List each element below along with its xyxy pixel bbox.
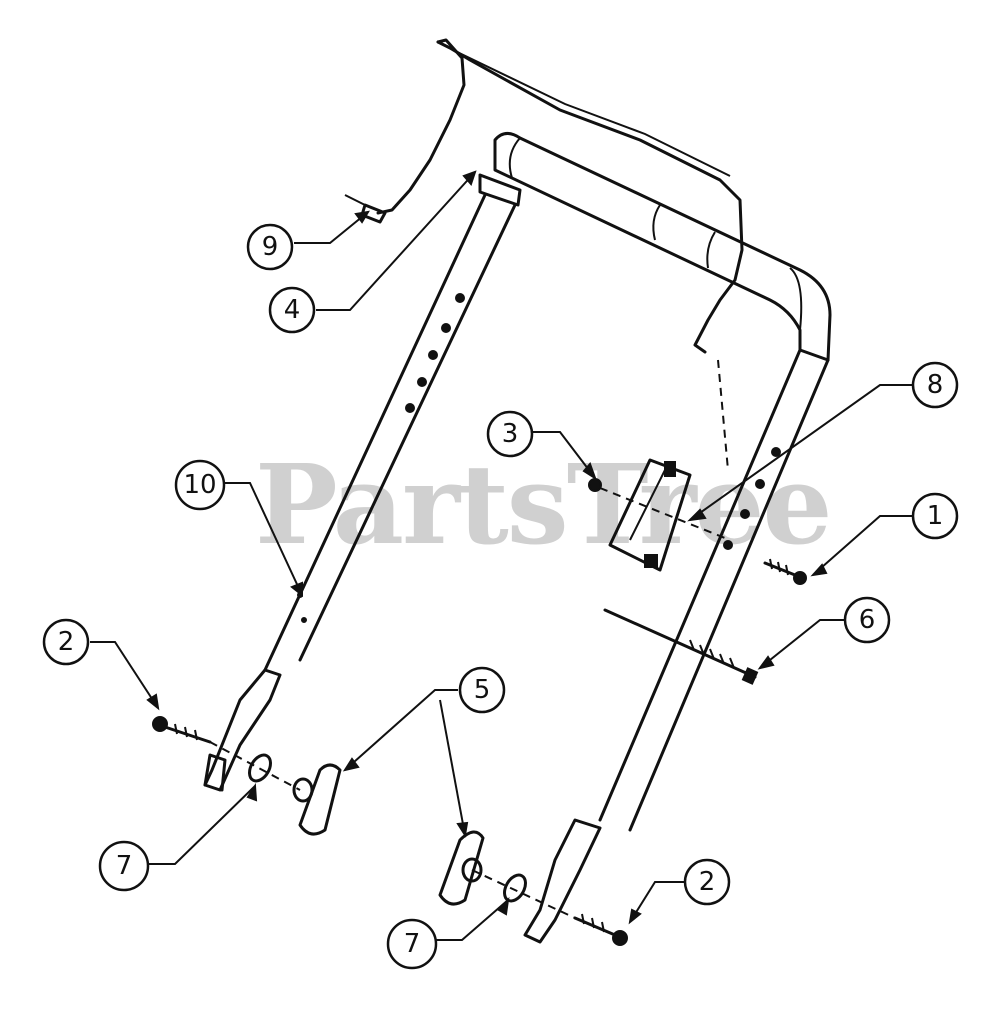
right-lower-handle[interactable] [523, 818, 602, 944]
callout-label: 7 [116, 851, 133, 881]
callout-label: 4 [284, 295, 301, 325]
knob-right[interactable] [438, 830, 485, 906]
long-bolt[interactable] [603, 608, 759, 685]
callout-label: 1 [927, 501, 944, 531]
assembly-line-cable [717, 359, 729, 471]
nut[interactable] [588, 478, 602, 492]
callout-label: 10 [183, 470, 216, 500]
leader-lines [90, 170, 912, 941]
callout-4[interactable]: 4 [268, 286, 316, 334]
cable-guide[interactable] [608, 458, 692, 572]
callout-1[interactable]: 1 [911, 492, 959, 540]
callout-5[interactable]: 5 [458, 666, 506, 714]
bail-bar[interactable] [376, 38, 744, 354]
callout-2-left[interactable]: 2 [42, 618, 90, 666]
washer-right[interactable] [500, 871, 530, 904]
callout-label: 8 [927, 370, 944, 400]
bail-clip[interactable] [344, 194, 387, 224]
callout-label: 2 [58, 627, 75, 657]
callout-10[interactable]: 10 [174, 459, 226, 511]
callout-label: 9 [262, 232, 279, 262]
callout-6[interactable]: 6 [843, 596, 891, 644]
bolt-right[interactable] [763, 558, 807, 585]
callout-8[interactable]: 8 [911, 361, 959, 409]
callout-label: 5 [474, 675, 491, 705]
callout-7-right[interactable]: 7 [386, 918, 438, 970]
callout-label: 3 [502, 419, 519, 449]
callout-2-right[interactable]: 2 [683, 858, 731, 906]
upper-handle-top[interactable] [493, 132, 832, 362]
bolt-left[interactable] [152, 716, 212, 744]
right-handle-leg[interactable] [598, 348, 830, 832]
assembly-line-right [471, 869, 576, 919]
bolt-right-lower[interactable] [573, 913, 628, 946]
callout-label: 2 [699, 867, 716, 897]
callout-9[interactable]: 9 [246, 223, 294, 271]
handle-end-bracket[interactable] [478, 173, 522, 207]
left-lower-handle[interactable] [203, 668, 282, 792]
assembly-line-left [209, 741, 301, 791]
callout-7-left[interactable]: 7 [98, 840, 150, 892]
assembly-line-nut [599, 487, 731, 541]
callout-3[interactable]: 3 [486, 410, 534, 458]
knob-left[interactable] [292, 763, 342, 836]
callout-label: 6 [859, 605, 876, 635]
callout-label: 7 [404, 929, 421, 959]
